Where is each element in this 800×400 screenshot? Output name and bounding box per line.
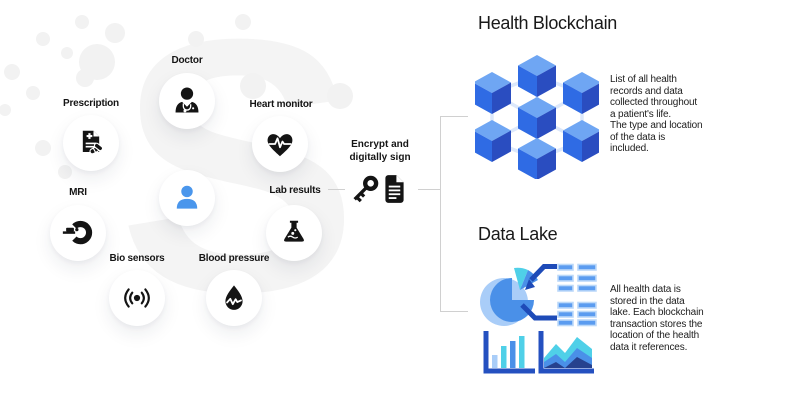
- section-title-data-lake: Data Lake: [478, 224, 558, 244]
- label-mri: MRI: [69, 187, 87, 198]
- blockchain-cubes-illustration: [475, 55, 599, 179]
- key-icon: [353, 175, 379, 203]
- data-lake-illustration: [480, 263, 597, 374]
- blood-pressure-icon: [225, 285, 243, 310]
- bio-sensors-icon: [124, 288, 150, 308]
- heart-monitor-icon: [267, 134, 293, 157]
- node-patient: [159, 170, 215, 226]
- encrypt-step-label: Encrypt and digitally sign: [349, 139, 411, 163]
- label-bio-sensors: Bio sensors: [109, 253, 165, 264]
- label-lab-results: Lab results: [269, 185, 321, 196]
- lab-flask-icon: [284, 220, 304, 242]
- doctor-icon: [175, 87, 199, 113]
- connector-encrypt-to-bracket: [418, 189, 440, 190]
- prescription-icon: [82, 130, 104, 155]
- node-lab-results: [266, 205, 322, 261]
- signed-document-icon: [385, 175, 404, 203]
- node-blood-pressure: [206, 270, 262, 326]
- label-prescription: Prescription: [63, 98, 119, 109]
- node-doctor: [159, 73, 215, 129]
- mri-icon: [62, 220, 93, 245]
- description-health-blockchain: List of all health records and data coll…: [610, 74, 703, 154]
- node-prescription: [63, 115, 119, 171]
- node-mri: [50, 205, 106, 261]
- label-heart-monitor: Heart monitor: [249, 99, 313, 110]
- label-blood-pressure: Blood pressure: [198, 253, 270, 264]
- description-data-lake: All health data is stored in the data la…: [610, 284, 704, 353]
- node-heart-monitor: [252, 116, 308, 172]
- node-bio-sensors: [109, 270, 165, 326]
- bracket-top-stub: [440, 116, 468, 117]
- bracket-bottom-stub: [440, 311, 468, 312]
- label-doctor: Doctor: [171, 55, 203, 66]
- connector-lab-to-encrypt: [328, 189, 345, 190]
- bracket-vertical: [440, 116, 441, 312]
- patient-icon: [176, 185, 198, 209]
- section-title-health-blockchain: Health Blockchain: [478, 13, 617, 33]
